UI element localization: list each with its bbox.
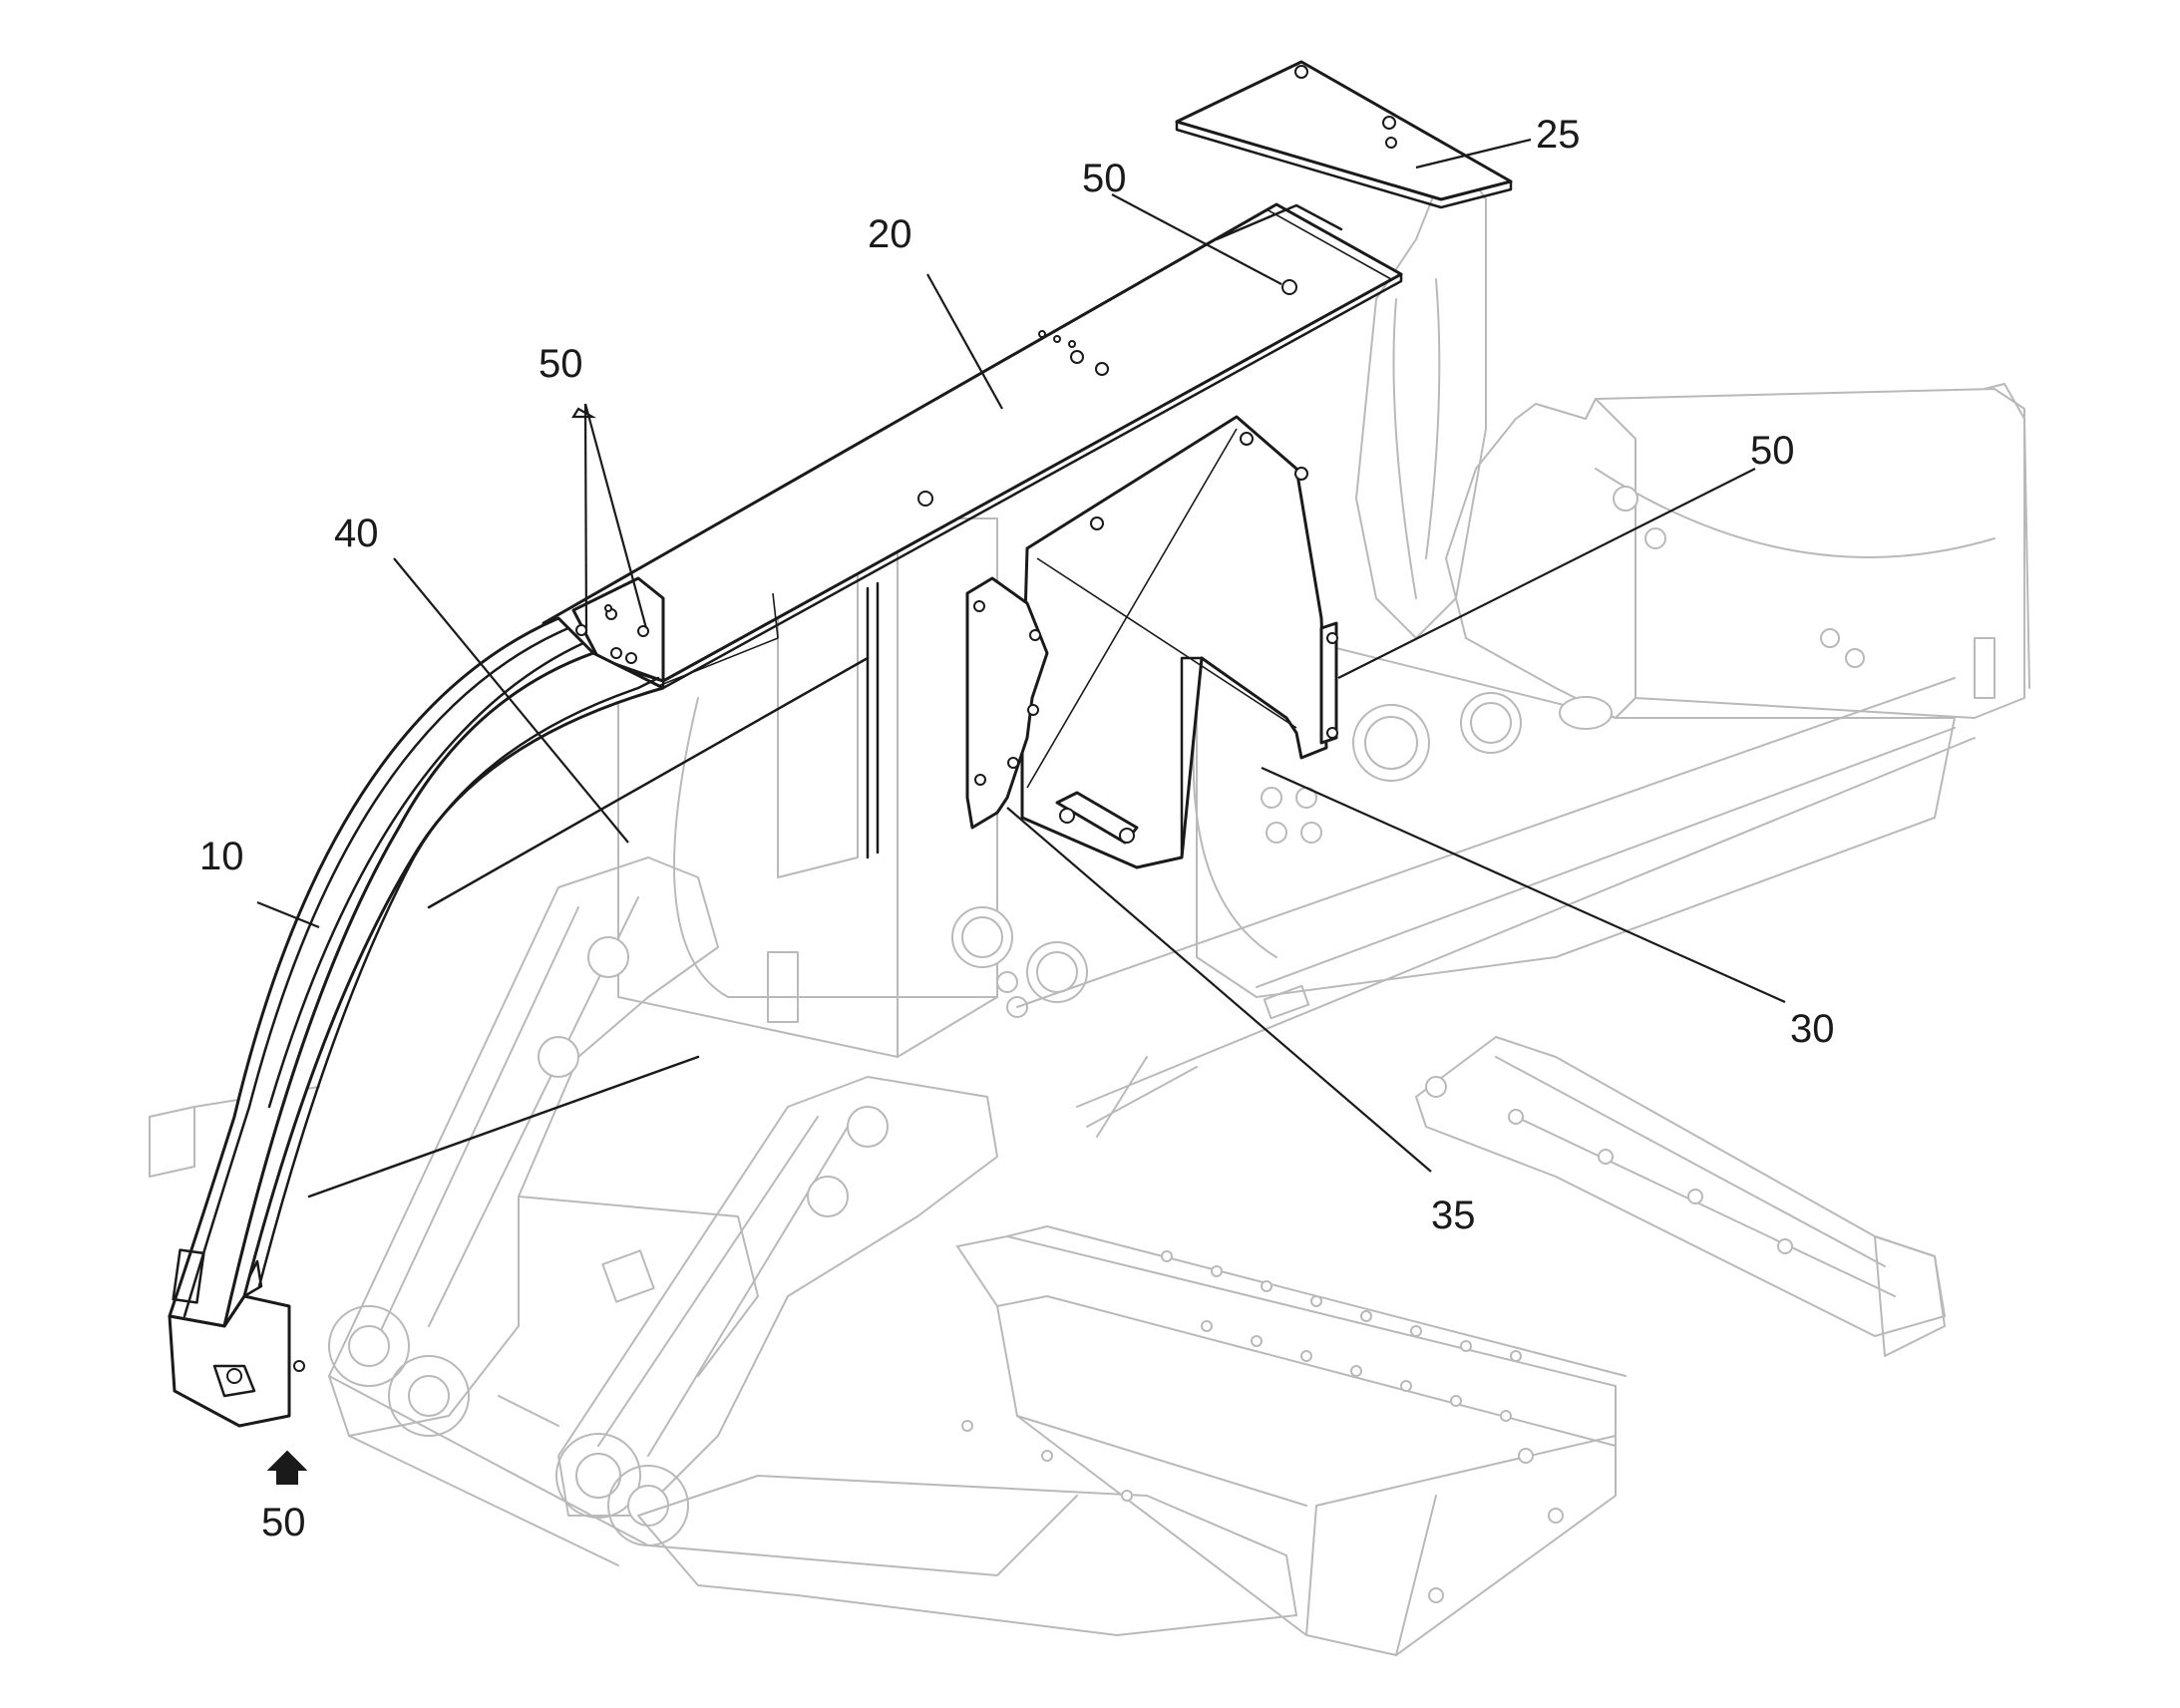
- part-35-narrow-panel: [965, 576, 1049, 830]
- leader-lines: [256, 138, 1786, 1173]
- leader-10: [256, 900, 320, 929]
- callout-30: 30: [1790, 1007, 1835, 1051]
- part-25-top-plate: [1175, 60, 1513, 209]
- part-30-side-panel: [1020, 415, 1338, 869]
- callout-35: 35: [1431, 1194, 1476, 1237]
- callout-labels: 25 20 50 50 50 40 10 30 35 50: [199, 113, 1835, 1544]
- leader-50-left-a: [583, 403, 588, 634]
- callout-50-bottom: 50: [261, 1501, 306, 1544]
- callout-50-left: 50: [539, 342, 583, 386]
- leader-40: [393, 557, 629, 844]
- ghosted-chassis-frame: [149, 169, 2030, 1657]
- callout-10: 10: [199, 835, 244, 878]
- leader-35: [1006, 807, 1432, 1173]
- leader-50-left-b: [583, 403, 648, 629]
- callout-20: 20: [868, 212, 912, 256]
- leader-20: [926, 273, 1003, 410]
- leader-50-right: [1337, 468, 1756, 679]
- leader-30: [1261, 766, 1786, 1004]
- leader-25: [1415, 138, 1532, 170]
- callout-50-right: 50: [1750, 429, 1795, 473]
- callout-50-top: 50: [1082, 157, 1127, 200]
- leader-50-top: [1111, 193, 1282, 285]
- callout-25: 25: [1536, 113, 1581, 157]
- callout-40: 40: [334, 512, 379, 555]
- up-arrow-icon: [266, 1450, 308, 1485]
